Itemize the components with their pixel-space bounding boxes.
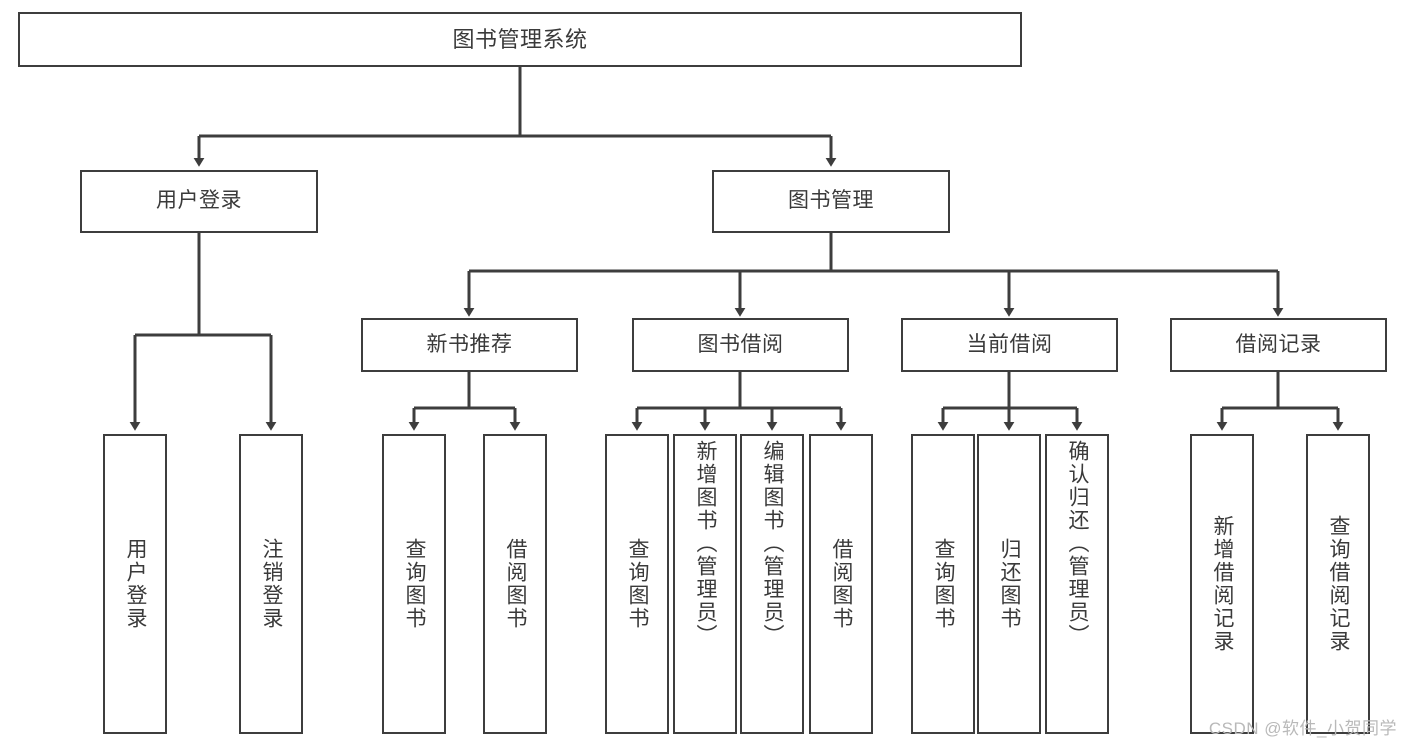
node-leaf-borrow-book-1-label: 借阅图书: [504, 538, 528, 630]
node-leaf-borrow-book-2-label: 借阅图书: [830, 538, 854, 630]
node-leaf-return-book-label: 归还图书: [998, 538, 1022, 630]
node-leaf-user-login[interactable]: 用户登录: [103, 434, 167, 734]
node-leaf-edit-book-label: 编辑图书（管理员）: [761, 440, 785, 647]
watermark-text: CSDN @软件_小贺同学: [1208, 719, 1397, 738]
node-user-login[interactable]: 用户登录: [80, 170, 318, 233]
node-user-login-label: 用户登录: [156, 189, 242, 213]
node-leaf-add-record[interactable]: 新增借阅记录: [1190, 434, 1254, 734]
node-leaf-add-book[interactable]: 新增图书（管理员）: [673, 434, 737, 734]
node-book-borrow-label: 图书借阅: [697, 332, 784, 356]
node-leaf-query-record-label: 查询借阅记录: [1327, 515, 1351, 653]
node-leaf-query-book-3[interactable]: 查询图书: [911, 434, 975, 734]
node-borrow-record-label: 借阅记录: [1235, 332, 1322, 356]
node-book-borrow[interactable]: 图书借阅: [632, 318, 849, 372]
node-leaf-return-book[interactable]: 归还图书: [977, 434, 1041, 734]
node-leaf-borrow-book-1[interactable]: 借阅图书: [483, 434, 547, 734]
node-leaf-confirm-return[interactable]: 确认归还（管理员）: [1045, 434, 1109, 734]
node-leaf-add-book-label: 新增图书（管理员）: [694, 440, 718, 647]
node-leaf-query-record[interactable]: 查询借阅记录: [1306, 434, 1370, 734]
node-new-book-recommend-label: 新书推荐: [426, 332, 513, 356]
node-borrow-record[interactable]: 借阅记录: [1170, 318, 1387, 372]
node-book-management[interactable]: 图书管理: [712, 170, 950, 233]
node-new-book-recommend[interactable]: 新书推荐: [361, 318, 578, 372]
node-leaf-query-book-2-label: 查询图书: [626, 538, 650, 630]
node-leaf-query-book-1-label: 查询图书: [403, 538, 427, 630]
node-leaf-edit-book[interactable]: 编辑图书（管理员）: [740, 434, 804, 734]
node-current-borrow[interactable]: 当前借阅: [901, 318, 1118, 372]
node-leaf-user-login-label: 用户登录: [124, 538, 148, 630]
node-leaf-query-book-2[interactable]: 查询图书: [605, 434, 669, 734]
node-leaf-query-book-3-label: 查询图书: [932, 538, 956, 630]
node-leaf-query-book-1[interactable]: 查询图书: [382, 434, 446, 734]
node-leaf-confirm-return-label: 确认归还（管理员）: [1066, 440, 1090, 647]
node-leaf-add-record-label: 新增借阅记录: [1211, 515, 1235, 653]
node-root-label: 图书管理系统: [452, 26, 588, 52]
node-root[interactable]: 图书管理系统: [18, 12, 1022, 67]
node-leaf-logout[interactable]: 注销登录: [239, 434, 303, 734]
node-current-borrow-label: 当前借阅: [966, 332, 1053, 356]
node-leaf-logout-label: 注销登录: [260, 538, 284, 630]
node-leaf-borrow-book-2[interactable]: 借阅图书: [809, 434, 873, 734]
node-book-management-label: 图书管理: [788, 189, 874, 213]
